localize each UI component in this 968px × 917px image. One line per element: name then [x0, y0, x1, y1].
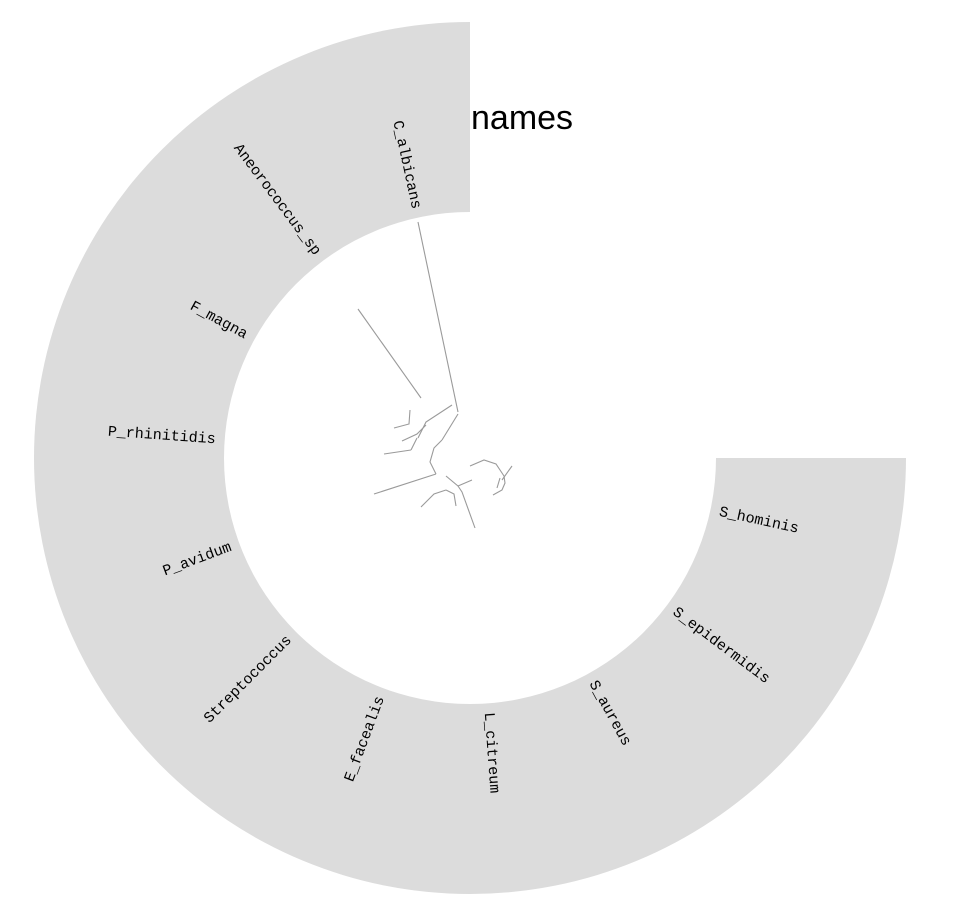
tree-branch	[429, 439, 443, 475]
tree-branch	[393, 409, 411, 429]
tree-branch	[373, 473, 437, 495]
tree-branch	[417, 221, 459, 413]
tree-branch	[445, 475, 473, 487]
tree-branch	[410, 437, 418, 451]
tree-branch	[457, 485, 476, 529]
annotation-ring-band	[34, 22, 906, 894]
tree-branch	[357, 308, 422, 399]
tree-branch	[492, 475, 506, 496]
tree-branch	[383, 449, 412, 455]
tree-branch	[441, 413, 459, 441]
tree-branches	[357, 221, 513, 529]
leaf-label-l-citreum: L_citreum	[480, 712, 503, 794]
tree-branch	[469, 459, 505, 477]
ring-title: names	[471, 99, 573, 137]
tree-branch	[445, 489, 457, 507]
tree-branch	[401, 424, 427, 442]
tree-branch	[501, 465, 513, 481]
tree-branch	[417, 404, 453, 439]
tree-branch	[420, 489, 447, 508]
tree-branch	[496, 477, 501, 489]
